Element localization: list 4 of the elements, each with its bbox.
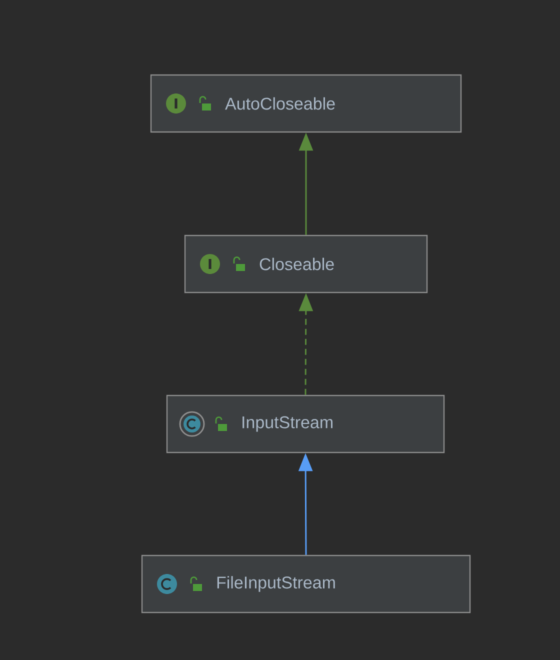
class-box: FileInputStream [141,554,471,614]
class-box: Closeable [184,234,428,294]
class-box: AutoCloseable [150,74,462,133]
class-box: InputStream [166,394,445,454]
